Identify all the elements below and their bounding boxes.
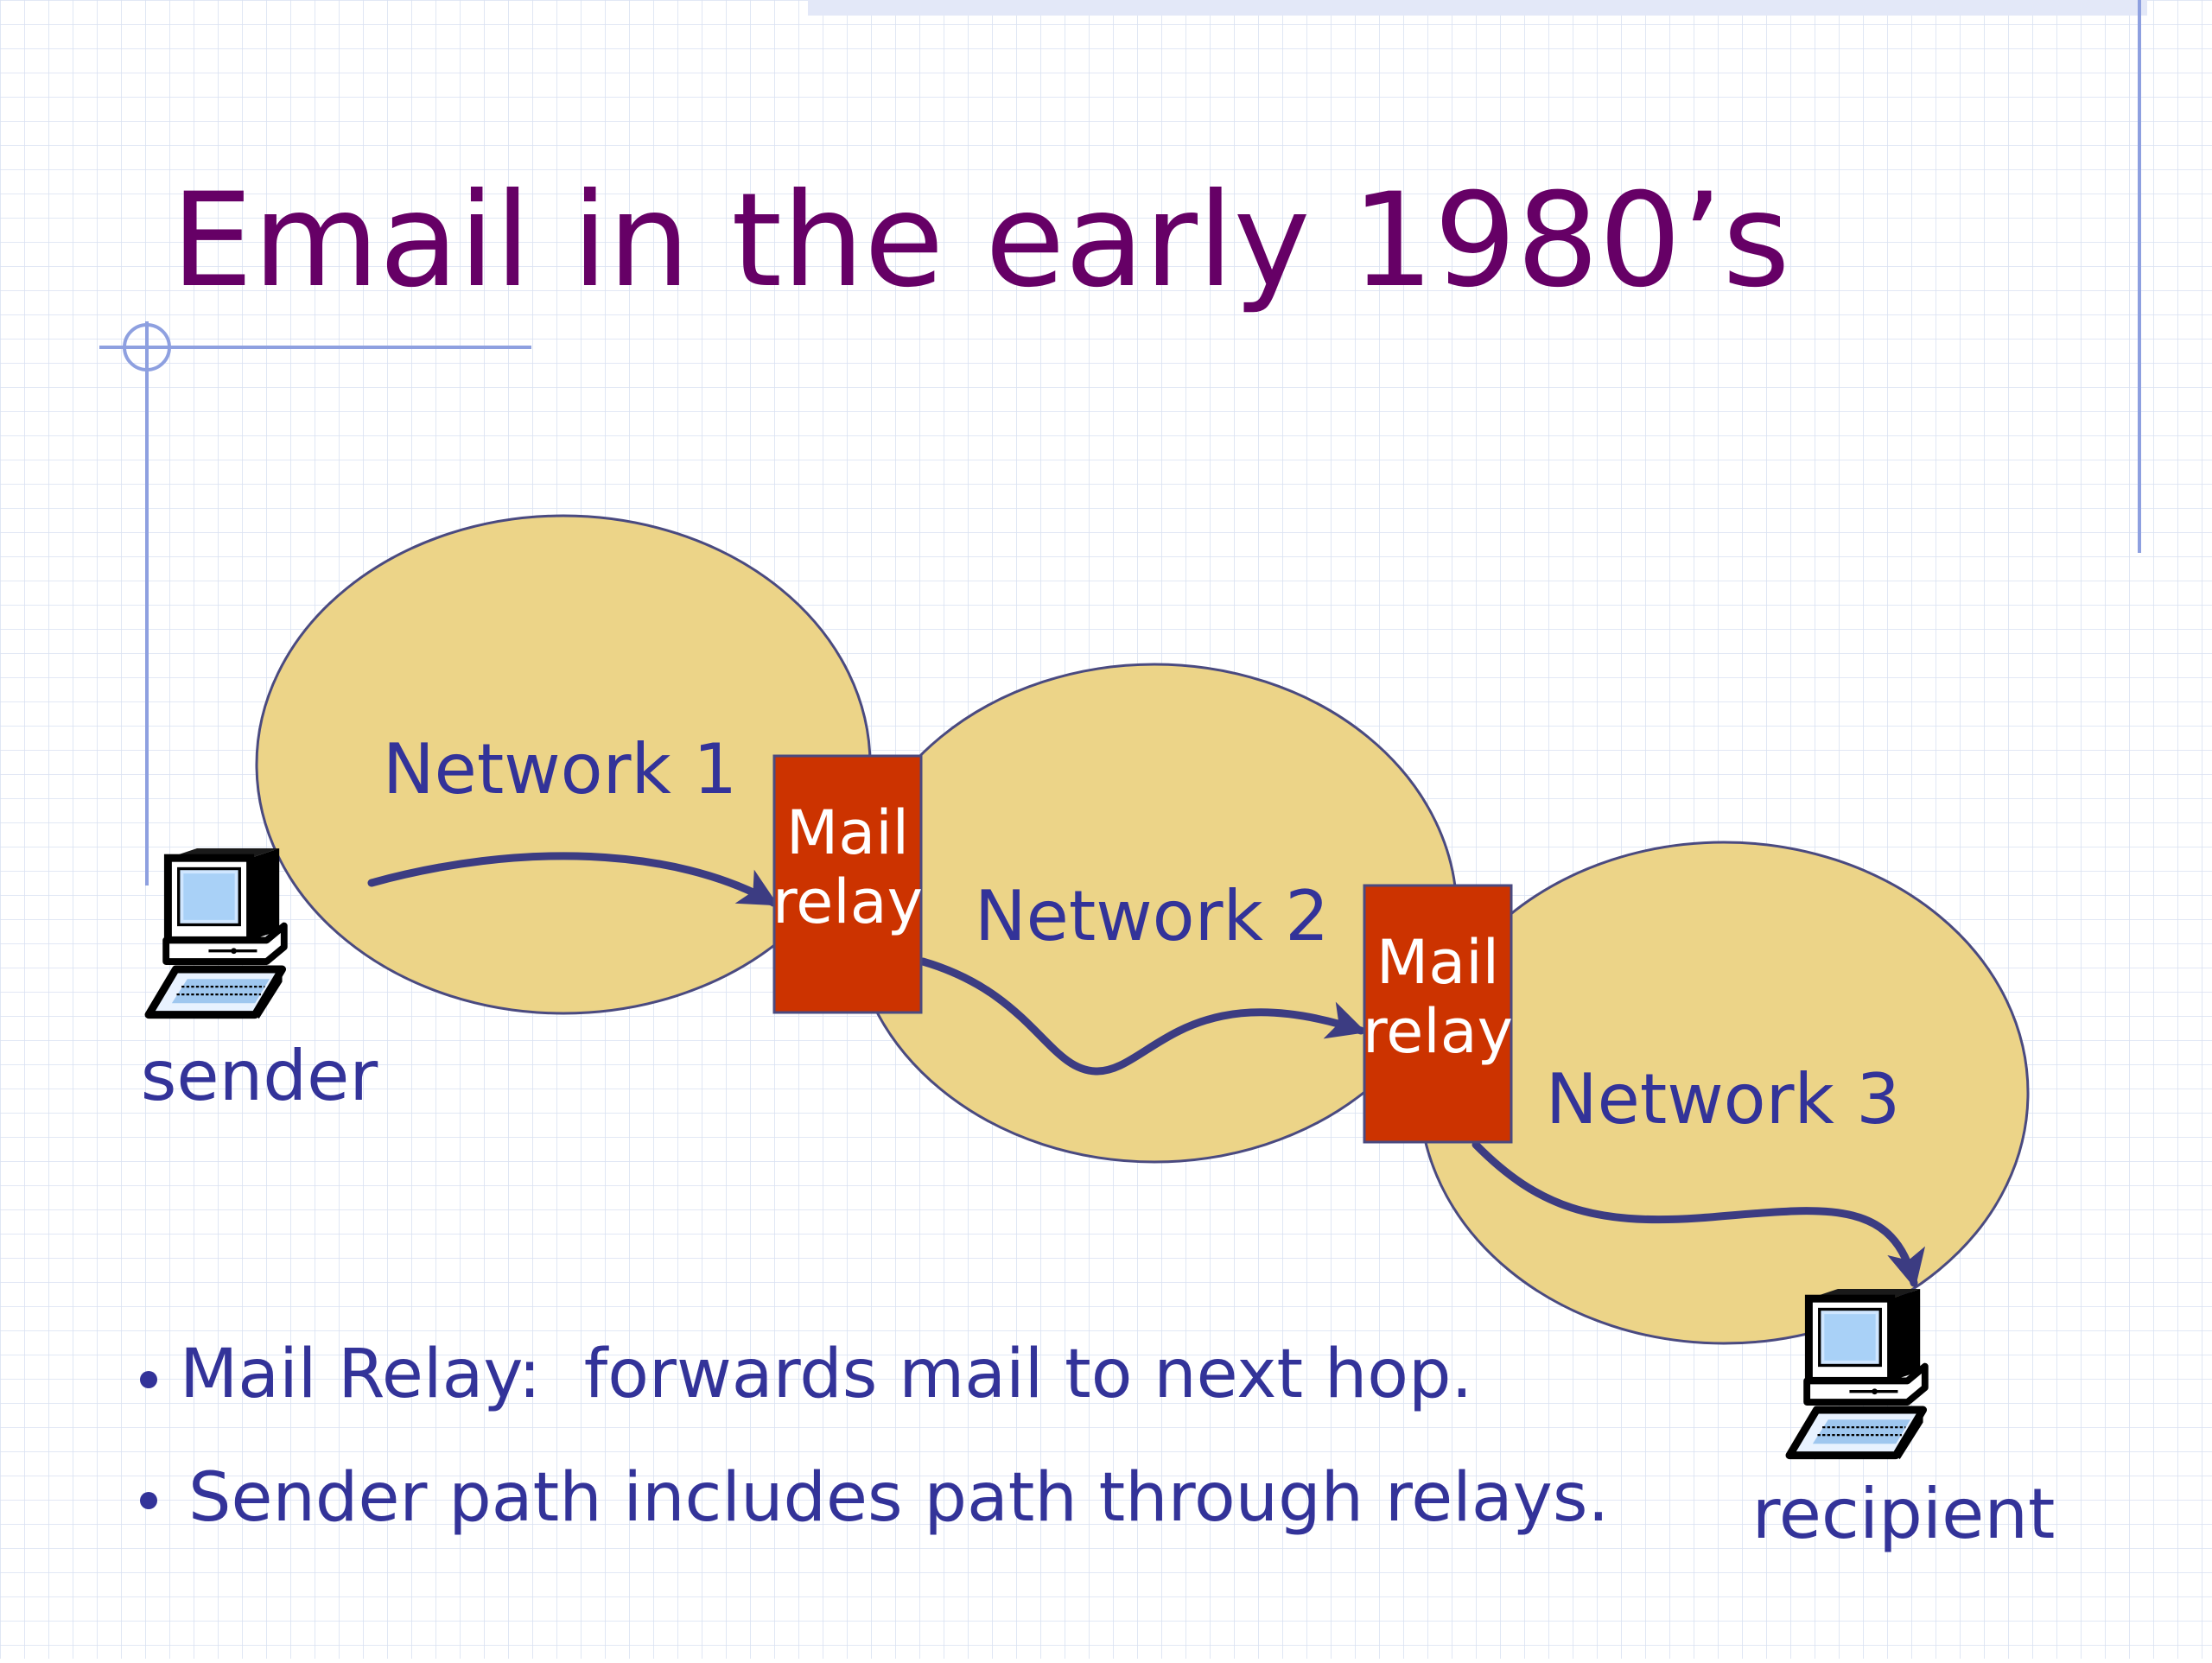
mail-relay-2-line2: relay: [1363, 996, 1513, 1067]
recipient-computer: recipient: [1752, 1289, 2056, 1554]
mail-relay-2-line1: Mail: [1376, 927, 1499, 998]
recipient-label: recipient: [1752, 1474, 2056, 1554]
bullet-item-2: Sender path includes path through relays…: [188, 1459, 1609, 1537]
bullet-list: Mail Relay: forwards mail to next hop. S…: [140, 1336, 1609, 1537]
mail-relay-1-box: [772, 754, 923, 1014]
network-1-label: Network 1: [383, 729, 737, 809]
mail-relay-1-line2: relay: [772, 866, 923, 937]
network-3-label: Network 3: [1546, 1059, 1900, 1139]
sender-computer: sender: [141, 848, 378, 1116]
slide-title: Email in the early 1980’s: [171, 166, 1790, 316]
path-arrow-relay-2-to-recipient: [1471, 1140, 1925, 1289]
bullet-marker-2: [140, 1492, 157, 1509]
bullet-marker-1: [140, 1371, 157, 1388]
network-2-label: Network 2: [975, 876, 1329, 956]
bullet-item-1: Mail Relay: forwards mail to next hop.: [180, 1336, 1472, 1413]
recipient-computer-icon: [1789, 1289, 1925, 1459]
mail-relay-1-line1: Mail: [786, 797, 909, 868]
mail-relay-2-box: [1363, 884, 1513, 1144]
top-decor-bar: [808, 0, 2147, 16]
sender-label: sender: [141, 1036, 378, 1116]
decor-circle: [123, 323, 171, 371]
sender-computer-icon: [149, 848, 284, 1019]
mail-relay-2: Mail relay: [1363, 884, 1513, 1144]
path-arrow-relay-1-to-relay-2: [918, 957, 1367, 1076]
mail-relay-1: Mail relay: [772, 754, 923, 1014]
path-arrow-sender-to-relay-1: [367, 852, 779, 907]
